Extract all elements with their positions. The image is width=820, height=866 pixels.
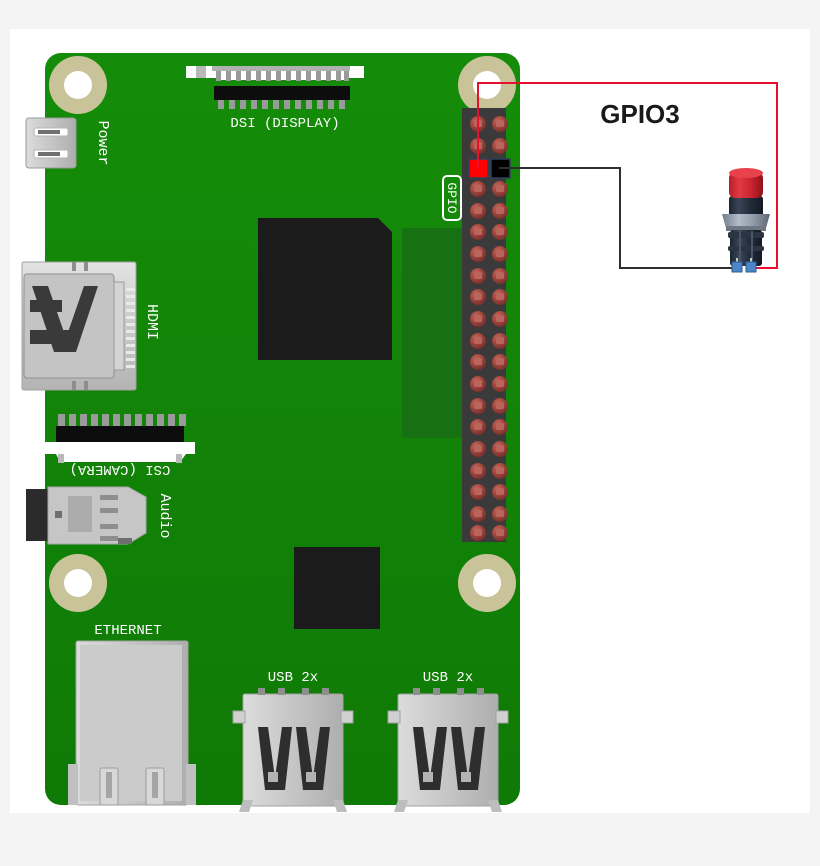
label-usb-right: USB 2x (423, 670, 473, 686)
connector-hdmi (21, 261, 137, 391)
chip-usb-ethernet-controller (294, 547, 380, 629)
label-dsi: DSI (DISPLAY) (230, 116, 339, 132)
mounting-hole-bottom-left (49, 554, 107, 612)
black-wire[interactable] (499, 167, 735, 269)
mounting-hole-top-right (458, 56, 516, 114)
gpio-header[interactable] (462, 108, 511, 542)
button-terminal-left[interactable] (731, 261, 743, 273)
label-power: Power (94, 120, 111, 165)
connector-dsi (186, 66, 364, 109)
pcb-substrate (45, 53, 520, 805)
connector-audio-jack (26, 486, 147, 545)
button-terminal-right[interactable] (745, 261, 757, 273)
label-gpio: GPIO (444, 182, 459, 213)
push-button[interactable] (722, 168, 770, 273)
button-cap[interactable] (729, 172, 763, 198)
wiring (477, 82, 778, 269)
red-wire[interactable] (477, 82, 778, 269)
connector-usb-left (232, 688, 354, 812)
label-audio: Audio (156, 493, 173, 538)
gpio3-label: GPIO3 (600, 99, 679, 129)
button-mounting-ring (722, 214, 770, 228)
connector-usb-right (387, 688, 509, 812)
label-ethernet: ETHERNET (94, 623, 161, 639)
gpio-pins[interactable] (470, 116, 508, 541)
mounting-hole-bottom-right (458, 554, 516, 612)
chip-soc (258, 218, 392, 360)
label-hdmi: HDMI (143, 304, 160, 340)
label-usb-left: USB 2x (268, 670, 318, 686)
raspberry-pi-board: Power (21, 53, 520, 812)
connector-power-micro-usb (25, 117, 77, 169)
label-gpio-box: GPIO (442, 175, 462, 221)
connector-csi (45, 414, 195, 463)
chip-sd-slot-area (402, 228, 464, 438)
mounting-hole-top-left (49, 56, 107, 114)
mounting-holes (49, 56, 516, 612)
label-csi: CSI (CAMERA) (70, 461, 171, 477)
connector-ethernet-rj45 (68, 640, 196, 806)
